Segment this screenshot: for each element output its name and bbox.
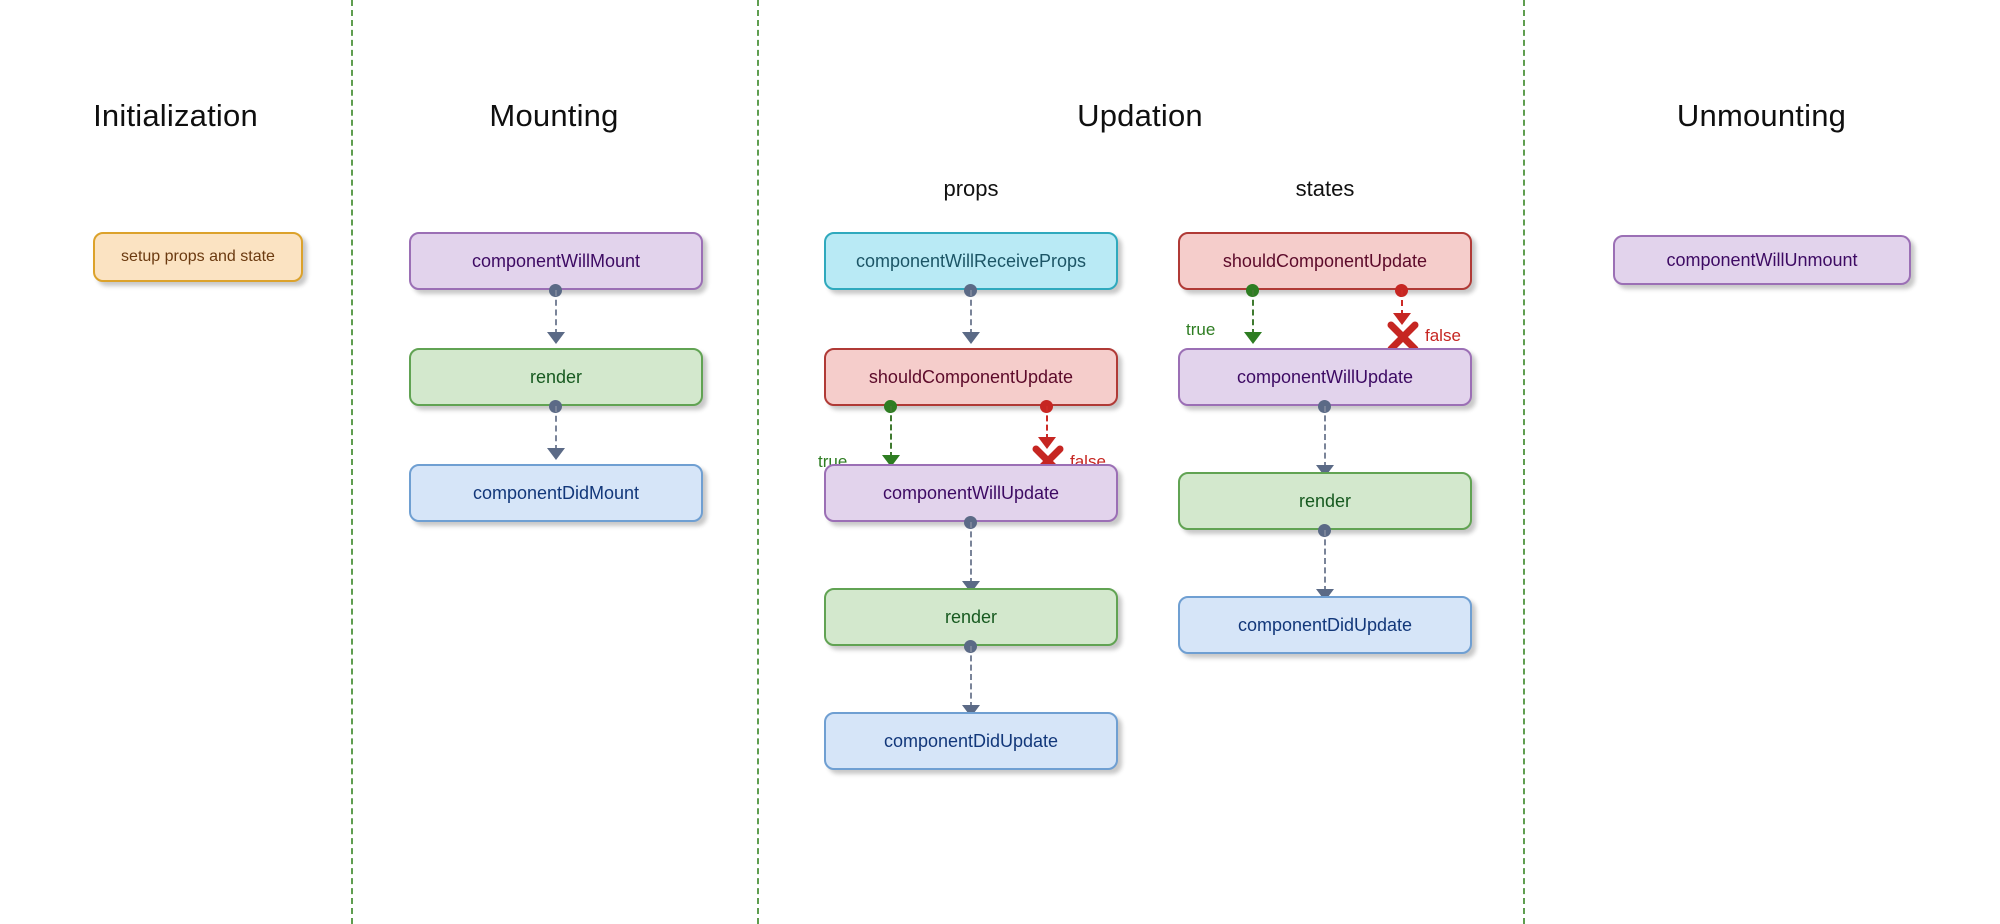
node-label: shouldComponentUpdate bbox=[868, 366, 1074, 387]
branch-line-false bbox=[1046, 406, 1048, 440]
node-label: setup props and state bbox=[121, 248, 275, 265]
branch-arrowhead-false bbox=[1038, 437, 1056, 449]
node-label: componentWillReceiveProps bbox=[855, 250, 1087, 271]
subtitle-props: props bbox=[943, 176, 999, 201]
node-label: shouldComponentUpdate bbox=[1222, 250, 1428, 271]
connector-arrowhead bbox=[547, 448, 565, 460]
connector-line bbox=[970, 522, 972, 584]
node-render-states[interactable]: render bbox=[1178, 472, 1472, 530]
node-component-will-mount[interactable]: componentWillMount bbox=[409, 232, 703, 290]
node-label: render bbox=[1298, 490, 1352, 511]
node-component-will-unmount[interactable]: componentWillUnmount bbox=[1613, 235, 1911, 285]
section-divider-3 bbox=[1523, 0, 1525, 924]
node-setup-props-and-state[interactable]: setup props and state bbox=[93, 232, 303, 282]
node-label: componentWillMount bbox=[471, 250, 641, 271]
false-terminator-x-icon bbox=[1387, 321, 1419, 353]
node-label: componentDidUpdate bbox=[883, 730, 1059, 751]
node-label: componentWillUpdate bbox=[882, 482, 1060, 503]
section-title-updation: Updation bbox=[1077, 98, 1203, 133]
connector-line bbox=[1324, 530, 1326, 592]
section-title-mounting: Mounting bbox=[489, 98, 619, 133]
connector-line bbox=[970, 290, 972, 335]
branch-line-true bbox=[890, 406, 892, 458]
node-label: componentDidMount bbox=[472, 482, 640, 503]
node-component-did-mount[interactable]: componentDidMount bbox=[409, 464, 703, 522]
section-title-unmounting: Unmounting bbox=[1676, 98, 1847, 133]
node-component-will-update-props[interactable]: componentWillUpdate bbox=[824, 464, 1118, 522]
section-divider-2 bbox=[757, 0, 759, 924]
connector-arrowhead bbox=[547, 332, 565, 344]
node-label: render bbox=[944, 606, 998, 627]
node-component-will-update-states[interactable]: componentWillUpdate bbox=[1178, 348, 1472, 406]
node-component-will-receive-props[interactable]: componentWillReceiveProps bbox=[824, 232, 1118, 290]
node-render-mounting[interactable]: render bbox=[409, 348, 703, 406]
connector-arrowhead bbox=[962, 332, 980, 344]
node-should-component-update-states[interactable]: shouldComponentUpdate bbox=[1178, 232, 1472, 290]
connector-line bbox=[555, 290, 557, 335]
node-label: componentWillUpdate bbox=[1236, 366, 1414, 387]
branch-label-false: false bbox=[1425, 326, 1461, 345]
node-should-component-update-props[interactable]: shouldComponentUpdate bbox=[824, 348, 1118, 406]
node-render-props[interactable]: render bbox=[824, 588, 1118, 646]
connector-line bbox=[970, 646, 972, 708]
branch-arrowhead-false bbox=[1393, 313, 1411, 325]
node-label: render bbox=[529, 366, 583, 387]
node-component-did-update-props[interactable]: componentDidUpdate bbox=[824, 712, 1118, 770]
node-label: componentDidUpdate bbox=[1237, 614, 1413, 635]
subtitle-states: states bbox=[1295, 176, 1355, 201]
connector-line bbox=[1324, 406, 1326, 468]
branch-line-true bbox=[1252, 290, 1254, 335]
branch-arrowhead-true bbox=[1244, 332, 1262, 344]
node-label: componentWillUnmount bbox=[1666, 249, 1858, 270]
section-divider-1 bbox=[351, 0, 353, 924]
connector-line bbox=[555, 406, 557, 451]
node-component-did-update-states[interactable]: componentDidUpdate bbox=[1178, 596, 1472, 654]
branch-label-true: true bbox=[1186, 320, 1216, 339]
section-title-initialization: Initialization bbox=[93, 98, 258, 133]
branch-line-false bbox=[1401, 290, 1403, 316]
